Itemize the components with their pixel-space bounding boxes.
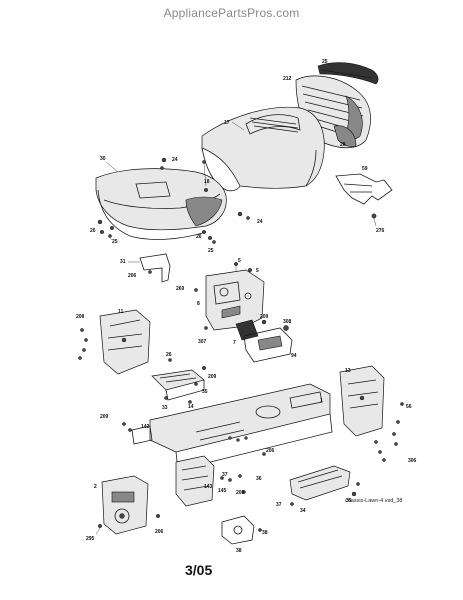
label-seat-bracket: 31 xyxy=(120,259,126,265)
label-frame-bolt-left: 209 xyxy=(100,414,109,420)
label-fender-bolt-top: 24 xyxy=(172,157,178,163)
label-dash-panel: 8 xyxy=(197,301,200,307)
label-axle-bolt: 295 xyxy=(86,536,95,542)
hood-grille-top[interactable] xyxy=(317,62,379,85)
label-dash-plug-right: 308 xyxy=(283,319,292,325)
dash-spring[interactable] xyxy=(204,326,208,330)
label-side-panel-left: 11 xyxy=(118,309,124,315)
label-dash-bracket: 7 xyxy=(233,340,236,346)
fender-washer-left[interactable] xyxy=(108,234,113,241)
axle-plate[interactable] xyxy=(101,475,149,535)
label-footrest-nut: 14 xyxy=(188,404,194,410)
label-fender-bolt-right: 24 xyxy=(257,219,263,225)
label-footrest-bolt: 26 xyxy=(166,352,172,358)
bracket-bolt[interactable] xyxy=(371,213,377,227)
label-frame-bracket: 142 xyxy=(141,424,150,430)
side-panel-bolts[interactable] xyxy=(78,328,88,360)
side-panel-right[interactable] xyxy=(339,365,385,437)
label-grille: 212 xyxy=(283,76,292,82)
frame-bracket[interactable] xyxy=(131,425,153,445)
frame[interactable] xyxy=(149,383,333,471)
bracket-small[interactable] xyxy=(221,515,262,545)
label-bracket-small-bolt: 38 xyxy=(262,530,268,536)
label-frame-bolt-center: 206 xyxy=(266,448,275,454)
label-axle-bolt-3: 208 xyxy=(236,490,245,496)
dash-bracket[interactable] xyxy=(235,319,259,341)
label-footrest-left: 33 xyxy=(162,405,168,411)
label-dash-spring: 307 xyxy=(198,339,207,345)
label-dash-cover: 94 xyxy=(291,353,297,359)
label-fender-nut-right: 26 xyxy=(196,234,202,240)
label-side-panel-right: 13 xyxy=(345,368,351,374)
dash-screw[interactable] xyxy=(194,288,198,292)
footrest-right[interactable] xyxy=(289,465,351,501)
bracket-right[interactable] xyxy=(335,173,393,205)
label-axle-mount: 143 xyxy=(204,484,213,490)
label-fender-nut-left: 26 xyxy=(90,228,96,234)
fender-bolt-right[interactable] xyxy=(237,211,250,220)
label-frame-screw-right: 306 xyxy=(408,458,417,464)
label-fender-bolt-mid: 18 xyxy=(204,179,210,185)
label-fender-washer-left: 25 xyxy=(112,239,118,245)
side-panel-left[interactable] xyxy=(99,309,151,375)
label-side-panel-bolt: 208 xyxy=(76,314,85,320)
label-hood-side: 28 xyxy=(340,142,346,148)
label-axle-spacer: 37 xyxy=(276,502,282,508)
label-footrest-screw: 35 xyxy=(202,389,208,395)
label-seat-bracket-bolt: 206 xyxy=(128,273,137,279)
frame-bolts-left[interactable] xyxy=(122,422,132,432)
label-fender: 30 xyxy=(100,156,106,162)
label-axle-bolt-2: 145 xyxy=(218,488,227,494)
label-footrest-washer: 209 xyxy=(208,374,217,380)
dash-plug-right[interactable] xyxy=(283,325,289,331)
fender-bolt-top[interactable] xyxy=(160,157,167,170)
label-footrest-right-bolt: 35 xyxy=(346,498,352,504)
fender[interactable] xyxy=(95,168,227,240)
frame-screws-right[interactable] xyxy=(374,440,386,462)
label-dash-bolt-left: 5 xyxy=(238,258,241,264)
hood[interactable] xyxy=(201,106,325,192)
label-axle-plate: 2 xyxy=(94,484,97,490)
label-hood: 17 xyxy=(224,120,230,126)
dash-plug[interactable] xyxy=(261,319,267,325)
fender-washer-right[interactable] xyxy=(212,240,216,244)
revision-date: 3/05 xyxy=(185,562,213,578)
label-dash-plug: 209 xyxy=(260,314,269,320)
fender-nut-right[interactable] xyxy=(201,229,212,240)
footrest-hardware[interactable] xyxy=(164,358,206,404)
label-hood-grille-top: 25 xyxy=(322,59,328,65)
label-side-panel-nut: 56 xyxy=(406,404,412,410)
dash-bolts[interactable] xyxy=(233,262,252,278)
label-dash-screw: 269 xyxy=(176,286,185,292)
label-axle-nut-2: 36 xyxy=(256,476,262,482)
dash-panel[interactable] xyxy=(205,269,265,331)
seat-bracket[interactable] xyxy=(128,253,171,283)
label-frame: 1 xyxy=(320,398,323,404)
axle-nut[interactable] xyxy=(155,514,160,519)
label-bracket-right: 59 xyxy=(362,166,368,172)
axle-mount[interactable] xyxy=(175,455,215,507)
fender-nut-left[interactable] xyxy=(97,219,114,234)
label-fender-washer-right: 25 xyxy=(208,248,214,254)
footrest-right-hardware[interactable] xyxy=(290,482,360,506)
side-panel-nuts[interactable] xyxy=(392,402,404,446)
label-bracket-small: 38 xyxy=(236,548,242,554)
label-dash-bolt-right: 5 xyxy=(256,268,259,274)
axle-hardware[interactable] xyxy=(220,474,246,494)
site-watermark: AppliancePartsPros.com xyxy=(163,6,300,20)
dash-cover[interactable] xyxy=(243,327,293,363)
fender-bolt-mid[interactable] xyxy=(202,160,208,192)
axle-bolt[interactable] xyxy=(95,524,102,535)
label-bracket-bolt: 276 xyxy=(376,228,385,234)
label-axle-washer: 37 xyxy=(222,472,228,478)
diagram-caption: chassis-Lawn-4.vsd_38 xyxy=(345,498,403,504)
label-axle-nut: 206 xyxy=(155,529,164,535)
hood-side[interactable] xyxy=(333,125,357,148)
frame-bolt-center[interactable] xyxy=(262,452,266,456)
label-footrest-right: 34 xyxy=(300,508,306,514)
seat-bracket-bolt[interactable] xyxy=(148,270,152,274)
footrest-left[interactable] xyxy=(151,369,205,401)
